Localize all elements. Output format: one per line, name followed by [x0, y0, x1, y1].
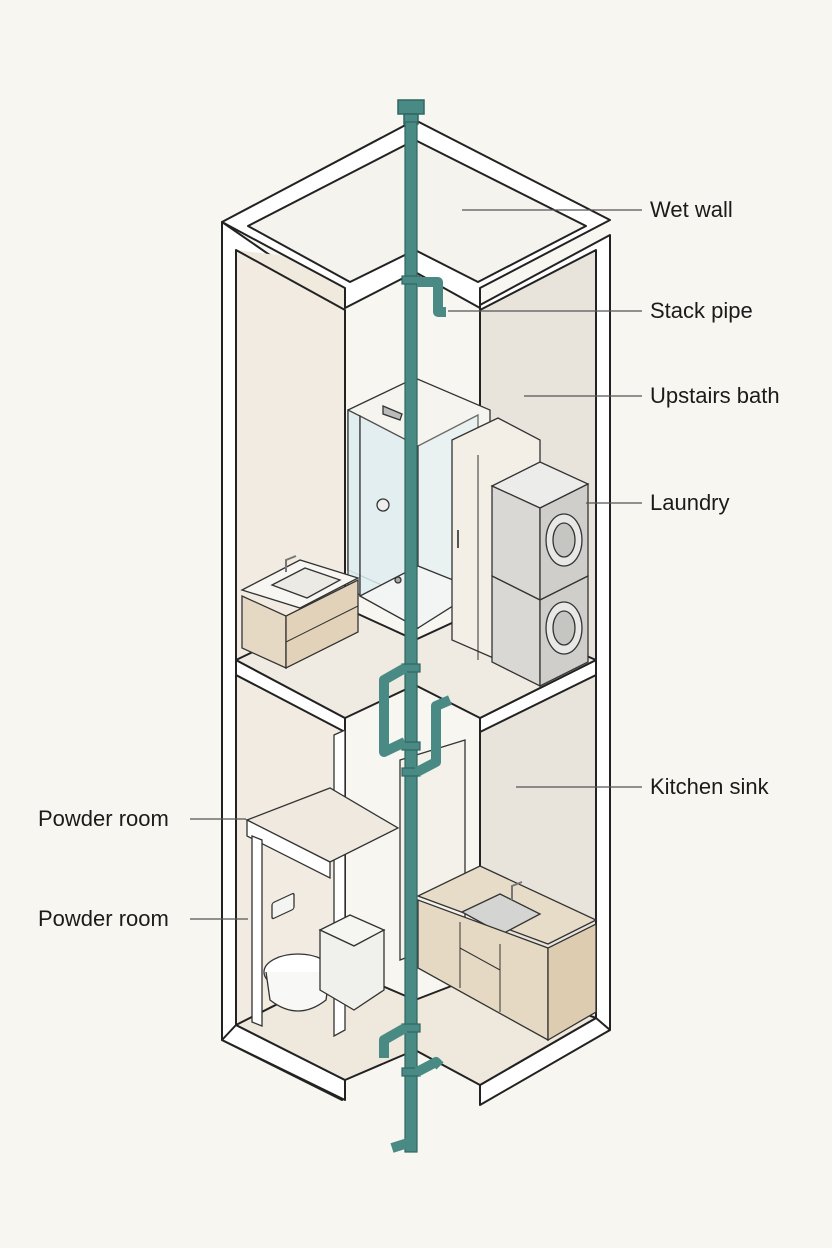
kitchen: [399, 739, 598, 1042]
shower-glass-left: [347, 408, 361, 597]
vanity-sink-basin: [270, 567, 342, 599]
main-stack: [404, 121, 418, 1153]
branch-kitchen-lower: [414, 1057, 444, 1077]
branch-kitchen: [414, 695, 452, 777]
branch-powder: [379, 1023, 408, 1058]
pipe-outlet: [390, 1132, 416, 1153]
upstairs-bath: [240, 377, 590, 688]
powder-shelf-front: [246, 818, 331, 880]
pedestal-sink-body: [319, 928, 385, 1011]
label-stack-pipe: Stack pipe: [650, 298, 753, 323]
faucet-icon: [285, 555, 297, 572]
powder-room: [245, 728, 400, 1038]
label-laundry: Laundry: [650, 490, 730, 515]
flush-plate-icon: [271, 892, 295, 920]
callout-labels: Wet wall Stack pipe Upstairs bath Laundr…: [38, 197, 780, 931]
stack-pipe: [379, 99, 452, 1153]
label-kitchen-sink: Kitchen sink: [650, 774, 770, 799]
shower-valve-icon: [376, 498, 390, 512]
label-wet-wall: Wet wall: [650, 197, 733, 222]
callout-leaders: [190, 209, 642, 920]
label-powder-room-lower: Powder room: [38, 906, 169, 931]
shower-head-icon: [382, 405, 403, 421]
cabinet-side: [547, 922, 597, 1042]
vent-cap: [397, 99, 425, 115]
label-powder-room-upper: Powder room: [38, 806, 169, 831]
kitchen-faucet-icon: [511, 881, 523, 900]
label-upstairs-bath: Upstairs bath: [650, 383, 780, 408]
shower-drain-icon: [394, 576, 402, 584]
branch-upstairs: [417, 277, 446, 317]
branch-bath-drain: [379, 663, 408, 757]
laundry-stack: [490, 461, 590, 688]
toilet-icon: [265, 971, 331, 1012]
powder-wall-panel: [251, 835, 263, 1027]
